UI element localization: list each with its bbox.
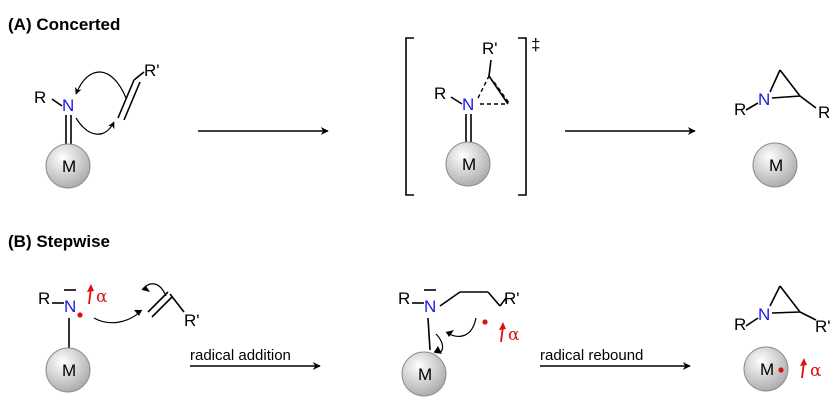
r-label: R <box>34 88 46 107</box>
ts-sub-label: R' <box>482 39 498 58</box>
product-ring-bond-1 <box>769 69 781 93</box>
int-n-m-bond <box>427 317 431 351</box>
bp-radical-dot <box>778 367 784 373</box>
b-fishhook-2 <box>141 283 167 297</box>
alkene-substituent-bond <box>133 71 145 81</box>
int-fishhook-2-head <box>434 346 442 354</box>
b-metal-label: M <box>62 361 76 380</box>
ts-metal-sphere <box>445 141 491 187</box>
b-r-label: R <box>38 289 50 308</box>
step2-label: radical rebound <box>540 347 643 364</box>
curly-arrow-2 <box>75 117 115 135</box>
panel-a-product: R N R M <box>734 69 830 188</box>
alkene-label: R' <box>144 61 160 80</box>
product-nitrogen-label: N <box>758 90 770 109</box>
bp-ring-bond-2 <box>779 285 801 313</box>
bp-r-label: R <box>734 315 746 334</box>
int-substituent-bond <box>499 297 507 307</box>
ts-r-label: R <box>434 84 446 103</box>
bp-spin-arrow-head <box>800 358 807 366</box>
product-sub-label: R <box>818 103 830 122</box>
panel-b-intermediate: R N R' α M <box>398 289 520 397</box>
int-sub-label: R' <box>504 289 520 308</box>
int-spin-label: α <box>508 325 520 345</box>
ts-forming-bond-1 <box>477 75 490 99</box>
ts-bracket-left <box>405 37 414 196</box>
ts-nitrogen-label: N <box>462 95 474 114</box>
int-fishhook-1-head <box>446 330 454 337</box>
int-radical-dot <box>482 319 488 325</box>
panel-b-title: (B) Stepwise <box>8 232 110 251</box>
b-nitrogen-label: N <box>64 297 76 316</box>
bp-metal-label: M <box>760 360 774 379</box>
b-fishhook-1 <box>93 309 143 324</box>
b-fishhook-1-head <box>134 310 142 316</box>
product-r-label: R <box>734 100 746 119</box>
ts-substituent-bond <box>488 59 492 77</box>
nitrogen-label: N <box>62 96 74 115</box>
product-ring-bond-3 <box>771 95 801 99</box>
ts-double-dagger: ‡ <box>531 35 540 54</box>
product-r-n-bond <box>745 102 759 111</box>
int-nitrogen-label: N <box>424 297 436 316</box>
bp-ring-bond-3 <box>771 311 801 314</box>
product-substituent-bond <box>799 95 817 109</box>
metal-sphere <box>45 143 91 189</box>
step1-label: radical addition <box>190 347 291 364</box>
metal-label: M <box>62 157 76 176</box>
product-metal-label: M <box>769 156 783 175</box>
bp-nitrogen-label: N <box>758 305 770 324</box>
b-metal-sphere <box>45 347 91 393</box>
ts-r-n-bond <box>450 96 463 105</box>
b-radical-dot <box>77 312 83 318</box>
panel-a-transition-state: ‡ R N M R' <box>405 35 540 196</box>
b-alkene-label: R' <box>184 311 200 330</box>
b-spin-label: α <box>96 287 108 307</box>
alkene-bond-2 <box>123 81 141 121</box>
int-metal-sphere <box>401 351 447 397</box>
int-spin-arrow-head <box>499 322 506 330</box>
b-spin-arrow-head <box>87 284 94 292</box>
ts-bracket-right <box>518 37 527 196</box>
panel-b-product: R N R' M α <box>734 285 831 392</box>
int-r-label: R <box>398 289 410 308</box>
bp-ring-bond-1 <box>769 285 781 307</box>
panel-a-reactant: R N M R' <box>34 61 160 189</box>
alkene-bond-1 <box>117 79 135 119</box>
int-chain-bond-3 <box>487 291 501 307</box>
int-chain-bond-1 <box>439 291 461 307</box>
int-metal-label: M <box>418 365 432 384</box>
product-ring-bond-2 <box>779 69 801 97</box>
product-metal-sphere <box>752 142 798 188</box>
panel-a-title: (A) Concerted <box>8 15 120 34</box>
bp-metal-sphere <box>743 346 789 392</box>
ts-cc-bond <box>488 75 509 105</box>
b-alkene-substituent-bond <box>169 293 185 313</box>
bp-sub-label: R' <box>815 317 831 336</box>
curly-arrow-1 <box>75 71 127 99</box>
b-fishhook-2-head <box>142 286 150 292</box>
b-alkene-bond-2 <box>151 296 173 318</box>
b-alkene-bond-1 <box>147 291 169 313</box>
bp-substituent-bond <box>799 311 817 321</box>
bp-r-n-bond <box>745 317 759 327</box>
r-n-bond <box>51 98 63 107</box>
ts-metal-label: M <box>462 155 476 174</box>
panel-b-reactant: R N α M R' <box>38 283 200 393</box>
bp-spin-label: α <box>810 361 822 381</box>
ts-cc-partial <box>493 81 510 104</box>
